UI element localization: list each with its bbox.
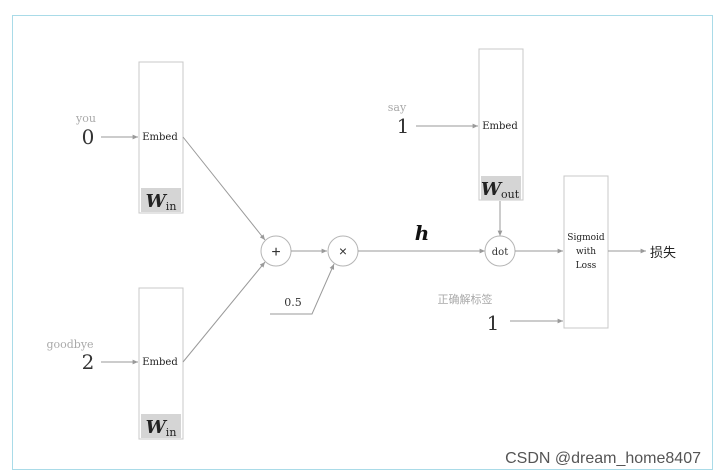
embed-label-goodbye: Embed bbox=[142, 357, 178, 368]
input-id-goodbye: 2 bbox=[82, 350, 95, 374]
embed-block-you bbox=[138, 61, 184, 214]
weight-win-bg-1 bbox=[141, 188, 181, 212]
sigmoid-label-line3: Loss bbox=[576, 261, 597, 271]
input-word-say: say bbox=[388, 101, 407, 114]
input-id-you: 0 bbox=[82, 125, 95, 149]
weight-win-1: Win bbox=[146, 191, 177, 213]
weight-wout: Wout bbox=[481, 179, 520, 201]
correct-label-value: 1 bbox=[487, 311, 500, 335]
sigmoid-label-line1: Sigmoid bbox=[567, 233, 605, 243]
dot-symbol: dot bbox=[492, 247, 508, 258]
weight-win-2: Win bbox=[146, 417, 177, 439]
input-word-you: you bbox=[75, 112, 96, 125]
loss-output-label: 损失 bbox=[650, 245, 676, 260]
sigmoid-loss-block bbox=[563, 175, 609, 329]
embed-label-say: Embed bbox=[482, 121, 518, 132]
correct-label-text: 正确解标签 bbox=[438, 292, 493, 306]
arrow-embed2-to-plus bbox=[182, 261, 266, 363]
weight-wout-bg bbox=[481, 176, 521, 200]
times-symbol: × bbox=[339, 243, 347, 259]
weight-win-bg-2 bbox=[141, 414, 181, 438]
hidden-label: h bbox=[415, 221, 430, 245]
embed-block-goodbye bbox=[138, 287, 184, 440]
embed-label-you: Embed bbox=[142, 132, 178, 143]
scalar-value: 0.5 bbox=[284, 296, 302, 309]
plus-symbol: + bbox=[271, 244, 280, 261]
arrow-scalar-to-times bbox=[270, 263, 335, 315]
sigmoid-label-line2: with bbox=[576, 247, 596, 257]
embed-block-say bbox=[478, 48, 524, 201]
input-id-say: 1 bbox=[397, 114, 410, 138]
input-word-goodbye: goodbye bbox=[46, 338, 93, 351]
arrow-embed1-to-plus bbox=[182, 136, 266, 241]
watermark: CSDN @dream_home8407 bbox=[505, 450, 701, 467]
